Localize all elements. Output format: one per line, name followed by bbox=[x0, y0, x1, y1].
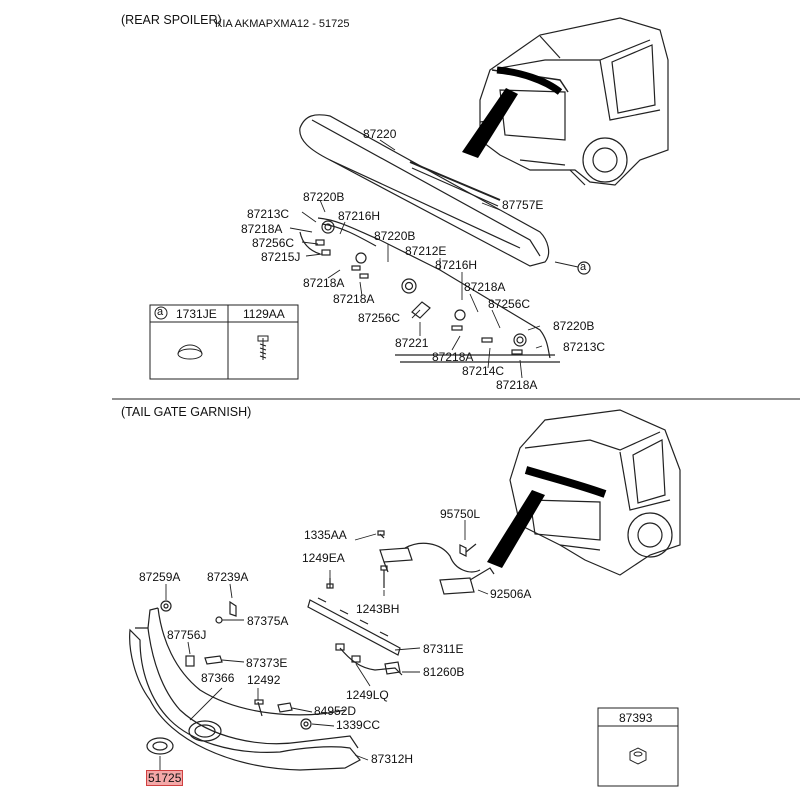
garnish-small-parts bbox=[160, 530, 495, 730]
part-label[interactable]: 1249EA bbox=[302, 551, 345, 565]
part-label[interactable]: 87214C bbox=[462, 364, 505, 378]
part-label[interactable]: 1249LQ bbox=[346, 688, 389, 702]
fastener-table-col2[interactable]: 1129AA bbox=[243, 307, 285, 321]
part-label[interactable]: 95750L bbox=[440, 507, 481, 521]
part-label[interactable]: 87239A bbox=[207, 570, 249, 584]
part-label[interactable]: 1339CC bbox=[336, 718, 381, 732]
part-label[interactable]: 87216H bbox=[435, 258, 478, 272]
part-label[interactable]: 87218A bbox=[241, 222, 283, 236]
part-label[interactable]: 92506A bbox=[490, 587, 532, 601]
part-label[interactable]: 87256C bbox=[252, 236, 295, 250]
part-label[interactable]: 87213C bbox=[563, 340, 606, 354]
garnish-leader-lines bbox=[159, 520, 489, 770]
vehicle-illustration-top bbox=[479, 17, 669, 186]
part-label[interactable]: 87221 bbox=[395, 336, 429, 350]
part-label[interactable]: 87256C bbox=[488, 297, 531, 311]
part-label[interactable]: 87259A bbox=[139, 570, 181, 584]
vehicle-illustration-bottom bbox=[509, 409, 681, 576]
garnish-pointer-arrow bbox=[487, 490, 545, 568]
part-label[interactable]: 87756J bbox=[167, 628, 207, 642]
part-label[interactable]: 12492 bbox=[247, 673, 281, 687]
part-label[interactable]: 87366 bbox=[201, 671, 235, 685]
part-label[interactable]: 87212E bbox=[405, 244, 447, 258]
part-label[interactable]: 81260B bbox=[423, 665, 465, 679]
part-label[interactable]: 87220B bbox=[374, 229, 416, 243]
part-label[interactable]: 1335AA bbox=[304, 528, 347, 542]
part-label[interactable]: 87373E bbox=[246, 656, 288, 670]
callout-marker-letter: a bbox=[580, 261, 587, 273]
part-label[interactable]: 87216H bbox=[338, 209, 381, 223]
part-label[interactable]: 87256C bbox=[358, 311, 401, 325]
spoiler-small-parts bbox=[299, 217, 560, 363]
fastener-table-col1[interactable]: 1731JE bbox=[176, 307, 217, 321]
fastener-table-box bbox=[149, 304, 299, 380]
part-label[interactable]: 87215J bbox=[261, 250, 301, 264]
part-label[interactable]: 87218A bbox=[432, 350, 474, 364]
part-label[interactable]: 87218A bbox=[303, 276, 345, 290]
part-label[interactable]: 87220 bbox=[363, 127, 397, 141]
section-title-tail-gate-garnish: (TAIL GATE GARNISH) bbox=[121, 405, 252, 419]
part-label-highlighted[interactable]: 51725 bbox=[146, 770, 184, 786]
part-label[interactable]: 1243BH bbox=[356, 602, 400, 616]
part-label[interactable]: 87213C bbox=[247, 207, 290, 221]
garnish-body-drawing bbox=[129, 607, 361, 771]
nut-box-part-label[interactable]: 87393 bbox=[619, 711, 653, 725]
spoiler-body-drawing bbox=[299, 114, 550, 267]
document-code: KIA AKMAPXMA12 - 51725 bbox=[215, 18, 350, 30]
fastener-table-marker: a bbox=[157, 306, 164, 318]
part-label[interactable]: 87220B bbox=[553, 319, 595, 333]
part-label[interactable]: 87311E bbox=[423, 642, 464, 656]
callout-marker-circle bbox=[577, 261, 591, 275]
part-label[interactable]: 87218A bbox=[464, 280, 506, 294]
part-label[interactable]: 87220B bbox=[303, 190, 345, 204]
part-label[interactable]: 87375A bbox=[247, 614, 289, 628]
spoiler-leader-lines bbox=[289, 139, 579, 379]
nut-box bbox=[597, 707, 679, 787]
part-label[interactable]: 87312H bbox=[371, 752, 414, 766]
part-label[interactable]: 87757E bbox=[502, 198, 544, 212]
part-label[interactable]: 87218A bbox=[333, 292, 375, 306]
part-label[interactable]: 87218A bbox=[496, 378, 538, 392]
section-title-rear-spoiler: (REAR SPOILER) bbox=[121, 13, 222, 27]
spoiler-pointer-arrow bbox=[462, 88, 518, 158]
part-label[interactable]: 84952D bbox=[314, 704, 357, 718]
